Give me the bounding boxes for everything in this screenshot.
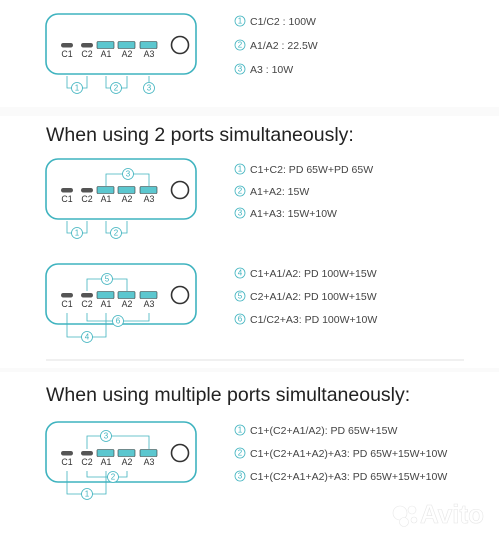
svg-text:2: 2	[114, 229, 119, 238]
svg-text:A2: A2	[122, 299, 133, 309]
svg-text:5: 5	[105, 275, 110, 284]
svg-text:A1: A1	[101, 457, 112, 467]
svg-text:2: 2	[114, 84, 119, 93]
spec-text: A1/A2 : 22.5W	[250, 40, 318, 52]
svg-text:3: 3	[126, 170, 131, 179]
svg-text:3: 3	[104, 432, 109, 441]
svg-text:2: 2	[238, 187, 243, 196]
svg-text:3: 3	[238, 65, 243, 74]
svg-text:A3: A3	[144, 457, 155, 467]
port-label-a3: A3	[144, 49, 155, 59]
section-single-port: C1 C2 A1 A2 A3 1 2 3 1 C1/C2 : 100W	[0, 0, 499, 107]
svg-text:C1+(C2+A1/A2): PD 65W+15W: C1+(C2+A1/A2): PD 65W+15W	[250, 425, 397, 437]
svg-text:1: 1	[238, 17, 243, 26]
heading-two-ports: When using 2 ports simultaneously:	[46, 124, 354, 146]
heading-multi-ports: When using multiple ports simultaneously…	[46, 384, 410, 406]
powerbank-diagram-4: C1 C2 A1 A2 A3	[45, 421, 197, 483]
svg-text:C1/C2+A3: PD 100W+10W: C1/C2+A3: PD 100W+10W	[250, 314, 377, 326]
svg-text:3: 3	[238, 209, 243, 218]
port-label-c1: C1	[61, 49, 72, 59]
svg-text:A1: A1	[101, 194, 112, 204]
svg-text:1: 1	[75, 229, 80, 238]
spec-text: A3 : 10W	[250, 64, 293, 76]
svg-text:C1+(C2+A1+A2)+A3: PD 65W+15W+: C1+(C2+A1+A2)+A3: PD 65W+15W+10W	[250, 448, 447, 460]
svg-text:C1: C1	[61, 194, 72, 204]
avito-dots-icon	[392, 505, 418, 527]
svg-text:1: 1	[238, 426, 243, 435]
spec-list-single: 1 C1/C2 : 100W 2 A1/A2 : 22.5W 3 A3 : 10…	[234, 15, 318, 76]
svg-text:A2: A2	[122, 194, 133, 204]
svg-text:4: 4	[85, 333, 90, 342]
port-label-c2: C2	[81, 49, 92, 59]
svg-text:2: 2	[238, 41, 243, 50]
svg-text:C2: C2	[81, 299, 92, 309]
spec-list-multi: 1 C1+(C2+A1/A2): PD 65W+15W 2 C1+(C2+A1+…	[234, 424, 447, 483]
spec-text: C1/C2 : 100W	[250, 16, 316, 28]
svg-text:2: 2	[111, 473, 116, 482]
svg-text:C2+A1/A2: PD 100W+15W: C2+A1/A2: PD 100W+15W	[250, 291, 377, 303]
svg-text:C1: C1	[61, 457, 72, 467]
svg-text:5: 5	[238, 292, 243, 301]
svg-text:1: 1	[85, 490, 90, 499]
svg-text:C1: C1	[61, 299, 72, 309]
svg-text:A1+A2: 15W: A1+A2: 15W	[250, 186, 309, 198]
section-two-ports: When using 2 ports simultaneously: C1 C2…	[0, 116, 499, 368]
svg-text:A1: A1	[101, 299, 112, 309]
svg-text:1: 1	[238, 165, 243, 174]
svg-text:C1+A1/A2: PD 100W+15W: C1+A1/A2: PD 100W+15W	[250, 268, 377, 280]
svg-text:A1+A3: 15W+10W: A1+A3: 15W+10W	[250, 208, 337, 220]
section-multi-ports: When using multiple ports simultaneously…	[0, 372, 499, 540]
svg-text:6: 6	[238, 315, 243, 324]
spec-list-two-b: 4 C1+A1/A2: PD 100W+15W 5 C2+A1/A2: PD 1…	[234, 267, 377, 326]
svg-text:3: 3	[238, 472, 243, 481]
avito-watermark: Avito	[392, 499, 484, 529]
svg-text:C1+(C2+A1+A2)+A3: PD 65W+15W+: C1+(C2+A1+A2)+A3: PD 65W+15W+10W	[250, 471, 447, 483]
svg-text:4: 4	[238, 269, 243, 278]
avito-logo-text: Avito	[420, 499, 484, 529]
spec-list-two-a: 1 C1+C2: PD 65W+PD 65W 2 A1+A2: 15W 3 A1…	[234, 163, 373, 220]
badge-1: 1	[71, 82, 83, 94]
badge-3: 3	[143, 82, 155, 94]
svg-text:A3: A3	[144, 299, 155, 309]
svg-text:A3: A3	[144, 194, 155, 204]
svg-text:2: 2	[238, 449, 243, 458]
badge-2: 2	[110, 82, 122, 94]
svg-text:C2: C2	[81, 457, 92, 467]
port-label-a2: A2	[122, 49, 133, 59]
svg-text:1: 1	[75, 84, 80, 93]
svg-text:6: 6	[116, 317, 121, 326]
powerbank-diagram-3: C1 C2 A1 A2 A3	[45, 263, 197, 325]
svg-text:C1+C2: PD 65W+PD 65W: C1+C2: PD 65W+PD 65W	[250, 164, 373, 176]
svg-text:C2: C2	[81, 194, 92, 204]
powerbank-diagram-1: C1 C2 A1 A2 A3	[45, 13, 197, 75]
port-label-a1: A1	[101, 49, 112, 59]
svg-text:3: 3	[147, 84, 152, 93]
powerbank-diagram-2: C1 C2 A1 A2 A3	[45, 158, 197, 220]
svg-text:A2: A2	[122, 457, 133, 467]
